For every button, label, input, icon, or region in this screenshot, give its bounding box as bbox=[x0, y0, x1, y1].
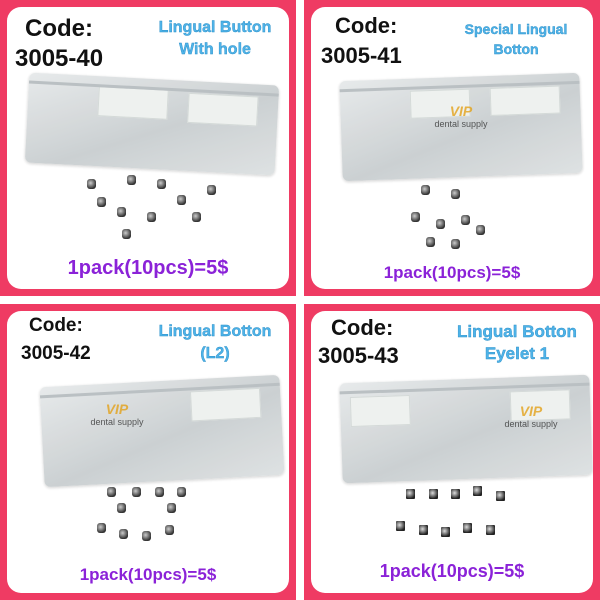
lingual-button-part bbox=[155, 487, 164, 497]
lingual-button-part bbox=[117, 503, 126, 513]
lingual-button-part bbox=[441, 527, 450, 537]
lingual-button-part bbox=[436, 219, 445, 229]
watermark-text: VIP bbox=[449, 103, 473, 119]
product-bag-image bbox=[24, 72, 280, 176]
lingual-button-part bbox=[119, 529, 128, 539]
lingual-button-part bbox=[127, 175, 136, 185]
price-text: 1pack(10pcs)=5$ bbox=[379, 561, 525, 581]
lingual-button-part bbox=[122, 229, 131, 239]
lingual-button-part bbox=[147, 212, 156, 222]
bag-label bbox=[349, 394, 411, 428]
product-code: 3005-42 bbox=[21, 343, 91, 364]
lingual-button-part bbox=[97, 197, 106, 207]
title-line: Lingual Button bbox=[158, 19, 272, 36]
watermark-text: dental supply bbox=[90, 417, 144, 427]
lingual-button-part bbox=[421, 185, 430, 195]
product-code: 3005-41 bbox=[321, 43, 402, 68]
bag-label bbox=[189, 387, 262, 422]
lingual-button-part bbox=[165, 525, 174, 535]
lingual-button-part bbox=[406, 489, 415, 499]
bag-label bbox=[187, 92, 259, 127]
title-line: Lingual Botton bbox=[158, 323, 272, 340]
price-text: 1pack(10pcs)=5$ bbox=[79, 565, 217, 584]
lingual-button-part bbox=[426, 237, 435, 247]
lingual-button-part bbox=[451, 239, 460, 249]
lingual-button-part bbox=[107, 487, 116, 497]
lingual-button-part bbox=[396, 521, 405, 531]
title-line: Special Lingual bbox=[464, 21, 568, 37]
lingual-button-part bbox=[486, 525, 495, 535]
code-label: Code: bbox=[335, 13, 398, 38]
code-label: Code: bbox=[25, 15, 93, 42]
lingual-button-part bbox=[177, 487, 186, 497]
lingual-button-part bbox=[451, 489, 460, 499]
title-line: Botton bbox=[493, 41, 539, 57]
title-line: Lingual Botton bbox=[457, 322, 577, 341]
watermark-text: VIP bbox=[519, 403, 543, 419]
lingual-button-part bbox=[117, 207, 126, 217]
product-code: 3005-43 bbox=[318, 343, 399, 368]
product-code: 3005-40 bbox=[15, 45, 104, 72]
title-line: With hole bbox=[179, 41, 251, 58]
lingual-button-part bbox=[132, 487, 141, 497]
watermark-text: dental supply bbox=[504, 419, 558, 429]
product-title: Lingual Botton (L2) bbox=[135, 321, 289, 365]
lingual-button-part bbox=[461, 215, 470, 225]
lingual-button-part bbox=[97, 523, 106, 533]
product-bag-image bbox=[339, 374, 593, 484]
lingual-button-part bbox=[429, 489, 438, 499]
watermark-text: dental supply bbox=[434, 119, 488, 129]
code-label: Code: bbox=[331, 315, 394, 340]
title-line: Eyelet 1 bbox=[484, 344, 550, 363]
lingual-button-part bbox=[473, 486, 482, 496]
lingual-button-part bbox=[192, 212, 201, 222]
lingual-button-part bbox=[157, 179, 166, 189]
lingual-button-part bbox=[142, 531, 151, 541]
lingual-button-part bbox=[476, 225, 485, 235]
price-text: 1pack(10pcs)=5$ bbox=[67, 257, 229, 279]
lingual-button-part bbox=[207, 185, 216, 195]
bag-label bbox=[97, 86, 169, 120]
lingual-button-part bbox=[451, 189, 460, 199]
title-line: (L2) bbox=[200, 345, 230, 362]
watermark-text: VIP bbox=[105, 401, 129, 417]
lingual-button-part bbox=[463, 523, 472, 533]
lingual-button-part bbox=[419, 525, 428, 535]
lingual-button-part bbox=[167, 503, 176, 513]
lingual-button-part bbox=[87, 179, 96, 189]
lingual-button-part bbox=[496, 491, 505, 501]
price-text: 1pack(10pcs)=5$ bbox=[383, 263, 521, 282]
lingual-button-part bbox=[177, 195, 186, 205]
lingual-button-part bbox=[411, 212, 420, 222]
code-label: Code: bbox=[29, 315, 83, 336]
product-bag-image bbox=[39, 374, 285, 488]
